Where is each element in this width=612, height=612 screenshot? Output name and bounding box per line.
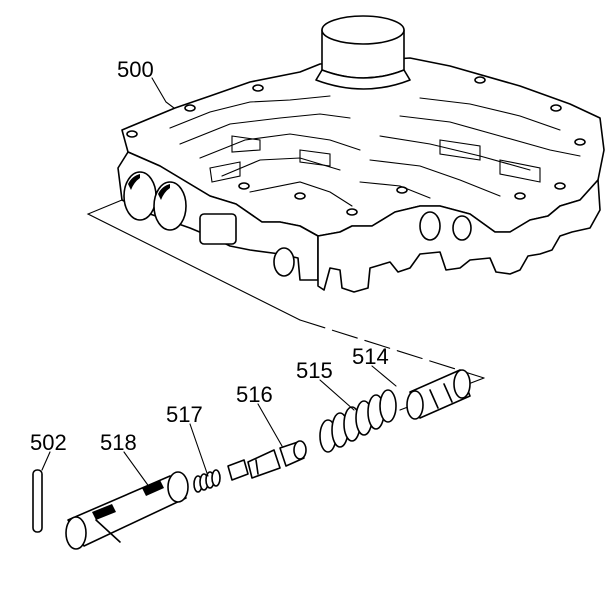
retainer-pin-502 xyxy=(32,469,43,533)
sleeve-518 xyxy=(65,471,189,550)
callout-514: 514 xyxy=(352,344,389,369)
callout-518: 518 xyxy=(100,430,137,455)
callout-517: 517 xyxy=(166,402,203,427)
callout-500: 500 xyxy=(117,57,154,82)
callout-516: 516 xyxy=(236,382,273,407)
leader-lines xyxy=(41,77,397,489)
valve-body-500 xyxy=(117,15,605,293)
callout-515: 515 xyxy=(296,358,333,383)
valve-514 xyxy=(406,369,471,420)
valve-516 xyxy=(227,440,307,481)
spring-515 xyxy=(319,389,397,453)
callout-502: 502 xyxy=(30,430,67,455)
